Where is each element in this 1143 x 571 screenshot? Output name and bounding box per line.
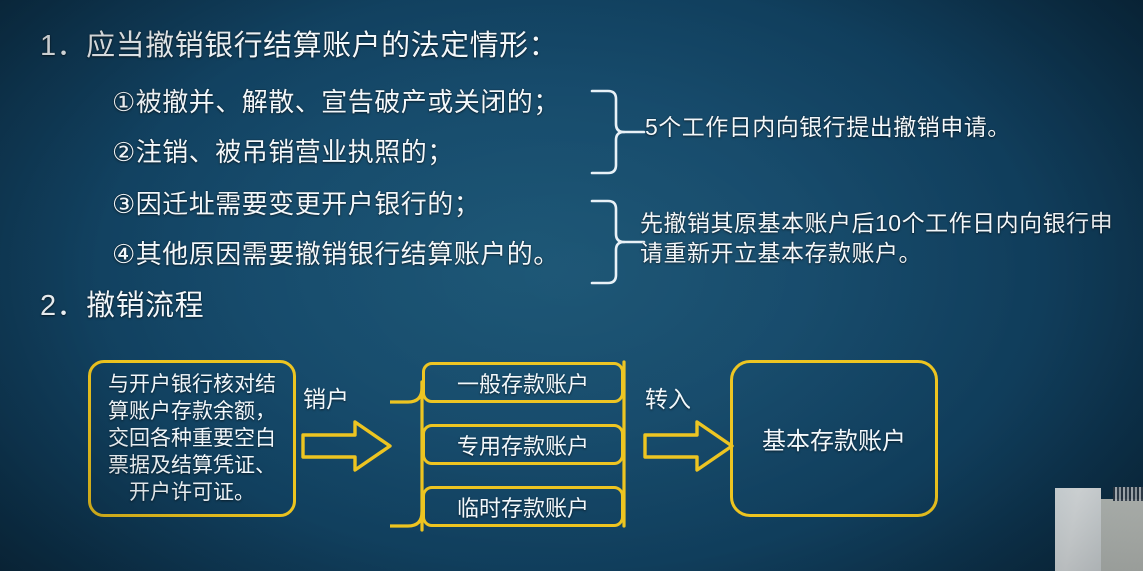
video-overlay-artifact [1055,483,1143,571]
flow-arrow-2-label: 转入 [645,386,691,412]
overlay-panel-left [1055,488,1101,571]
flow-box-general-account: 一般存款账户 [422,362,624,403]
brace-group-upper-icon [588,86,650,183]
cancellation-flow-diagram: 与开户银行核对结算账户存款余额，交回各种重要空白票据及结算凭证、开户许可证。 销… [0,340,1143,550]
brace-group-lower-icon [588,196,650,293]
flow-box-basic-deposit-account: 基本存款账户 [730,360,938,517]
flow-box-temporary-account: 临时存款账户 [422,486,624,527]
note-lower: 先撤销其原基本账户后10个工作日内向银行申请重新开立基本存款账户。 [640,210,1114,266]
legal-case-item-4: ④其他原因需要撤销银行结算账户的。 [112,239,560,269]
flow-arrow-right-2-icon [642,418,736,479]
legal-case-item-3: ③因迁址需要变更开户银行的； [112,189,481,219]
section-2-heading: 2．撤销流程 [40,290,205,322]
flow-box-special-account: 专用存款账户 [422,424,624,465]
flow-connector-right [610,360,650,545]
overlay-texture-strip [1113,487,1143,501]
legal-case-item-1: ①被撤并、解散、宣告破产或关闭的； [112,87,560,117]
flow-box-source: 与开户银行核对结算账户存款余额，交回各种重要空白票据及结算凭证、开户许可证。 [88,360,296,517]
legal-case-item-2: ②注销、被吊销营业执照的； [112,137,454,167]
overlay-panel-right [1101,499,1143,571]
note-upper: 5个工作日内向银行提出撤销申请。 [645,114,1011,140]
flow-arrow-1-label: 销户 [303,386,349,412]
section-1-heading: 1．应当撤销银行结算账户的法定情形： [40,30,559,62]
flow-arrow-right-1-icon [300,418,394,479]
